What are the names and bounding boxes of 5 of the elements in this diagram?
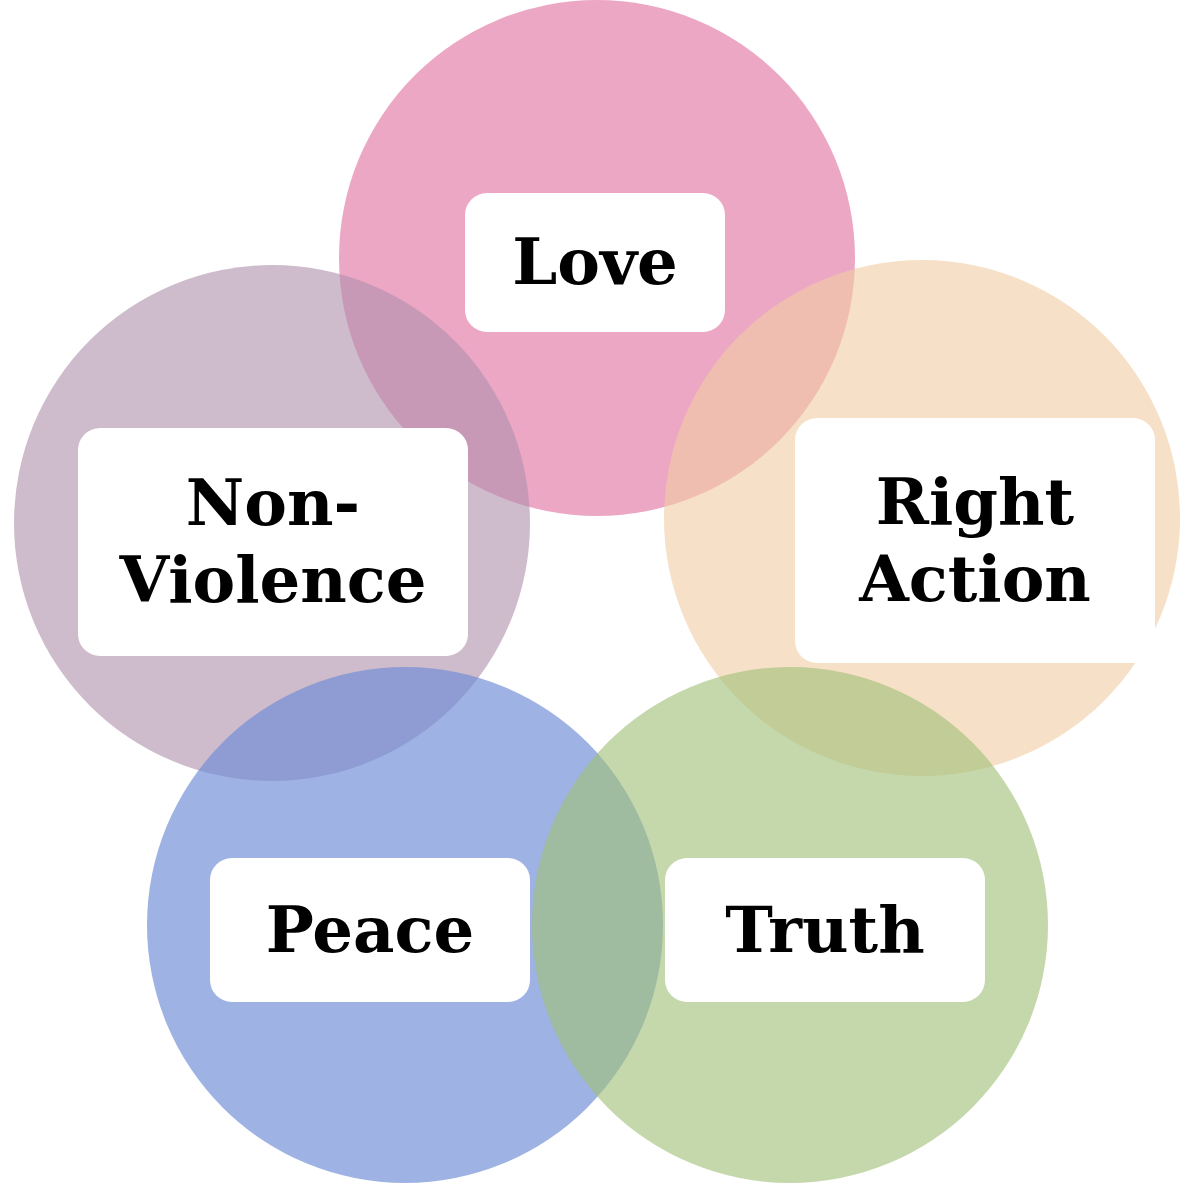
circle-label: Love [465, 193, 725, 332]
circle-label: Truth [665, 858, 985, 1002]
circle-label: Right Action [795, 418, 1155, 663]
circle-label: Non-Violence [78, 428, 468, 656]
circle-label: Peace [210, 858, 530, 1002]
